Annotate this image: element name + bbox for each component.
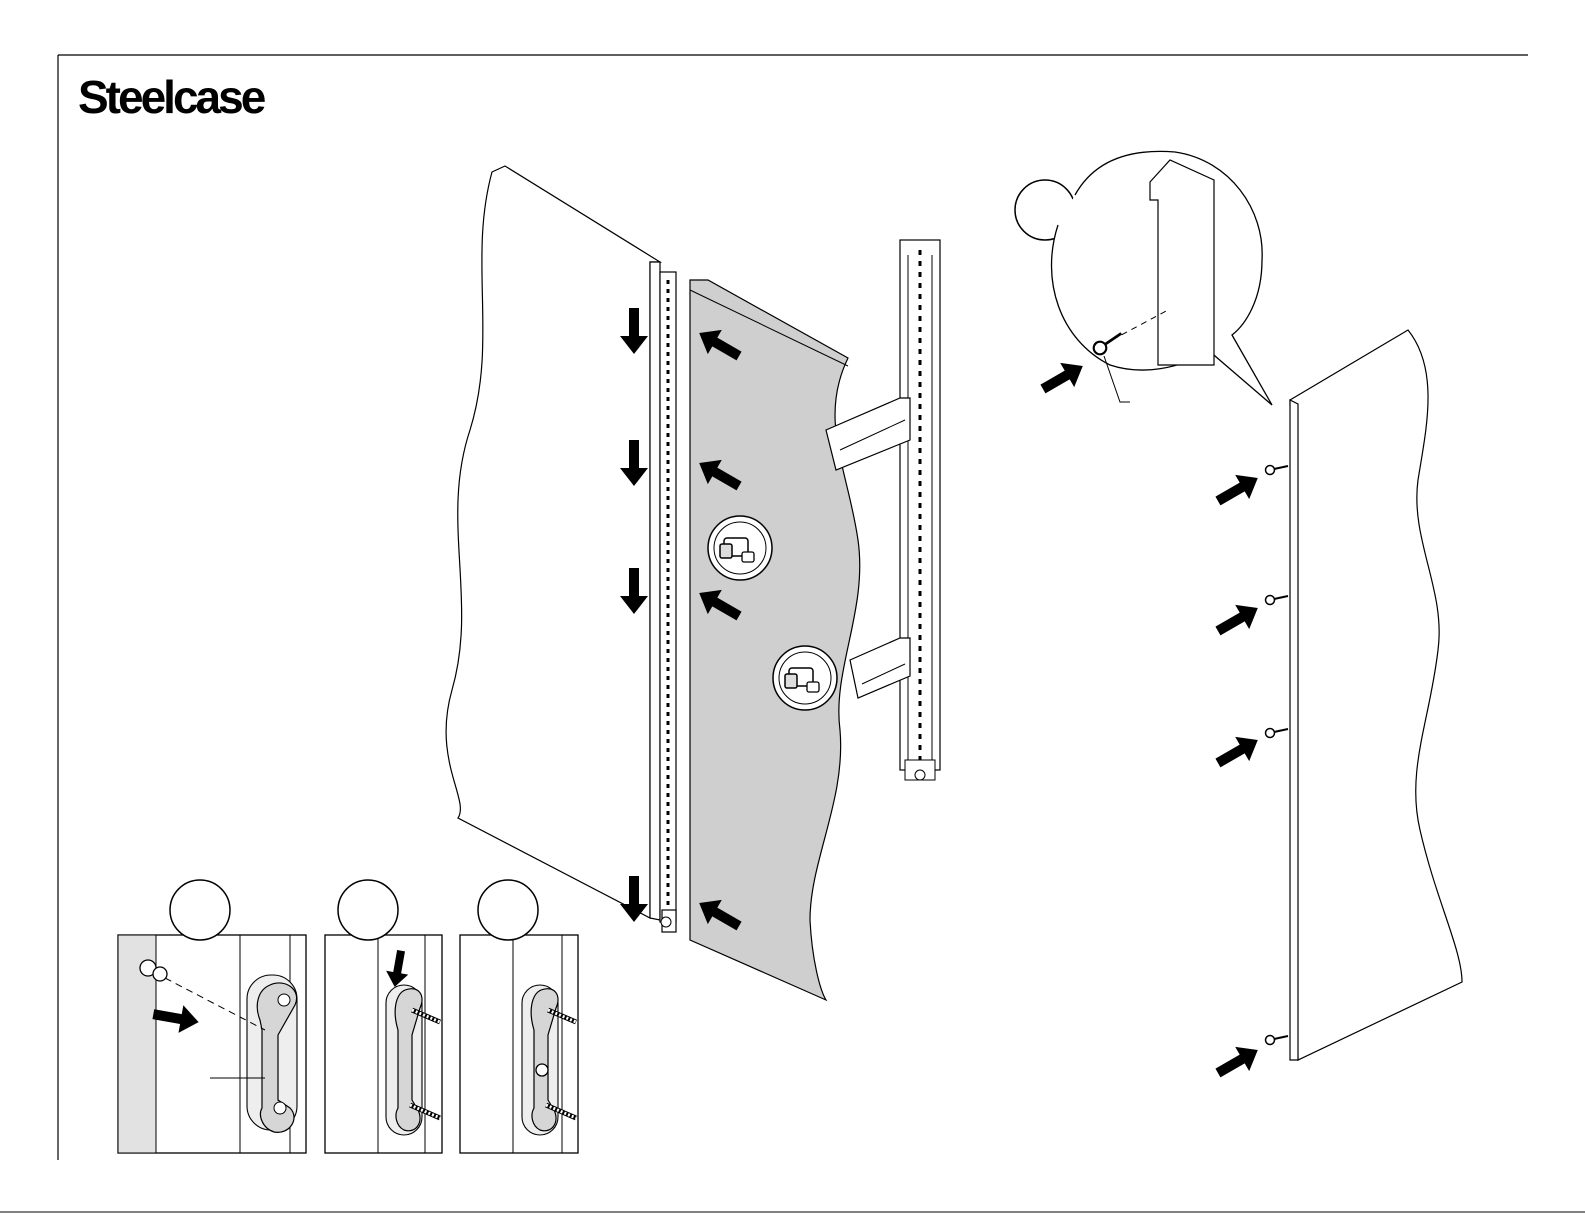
right-panel-arrows (1211, 466, 1265, 1085)
left-rail (660, 272, 676, 932)
detail-box-2 (325, 880, 442, 1153)
callout-circle (478, 880, 538, 940)
left-panel (446, 166, 660, 918)
detail-box-3 (460, 880, 578, 1153)
suction-cup-icon (773, 646, 837, 710)
callout-circle (338, 880, 398, 940)
right-panel (1290, 330, 1462, 1060)
callout-circle (170, 880, 230, 940)
detail-box-1 (118, 880, 306, 1153)
right-panel-screws (1266, 466, 1289, 1045)
grey-panel (690, 280, 860, 1000)
detail-magnifier (1015, 151, 1272, 405)
suction-cup-icon (708, 516, 772, 580)
